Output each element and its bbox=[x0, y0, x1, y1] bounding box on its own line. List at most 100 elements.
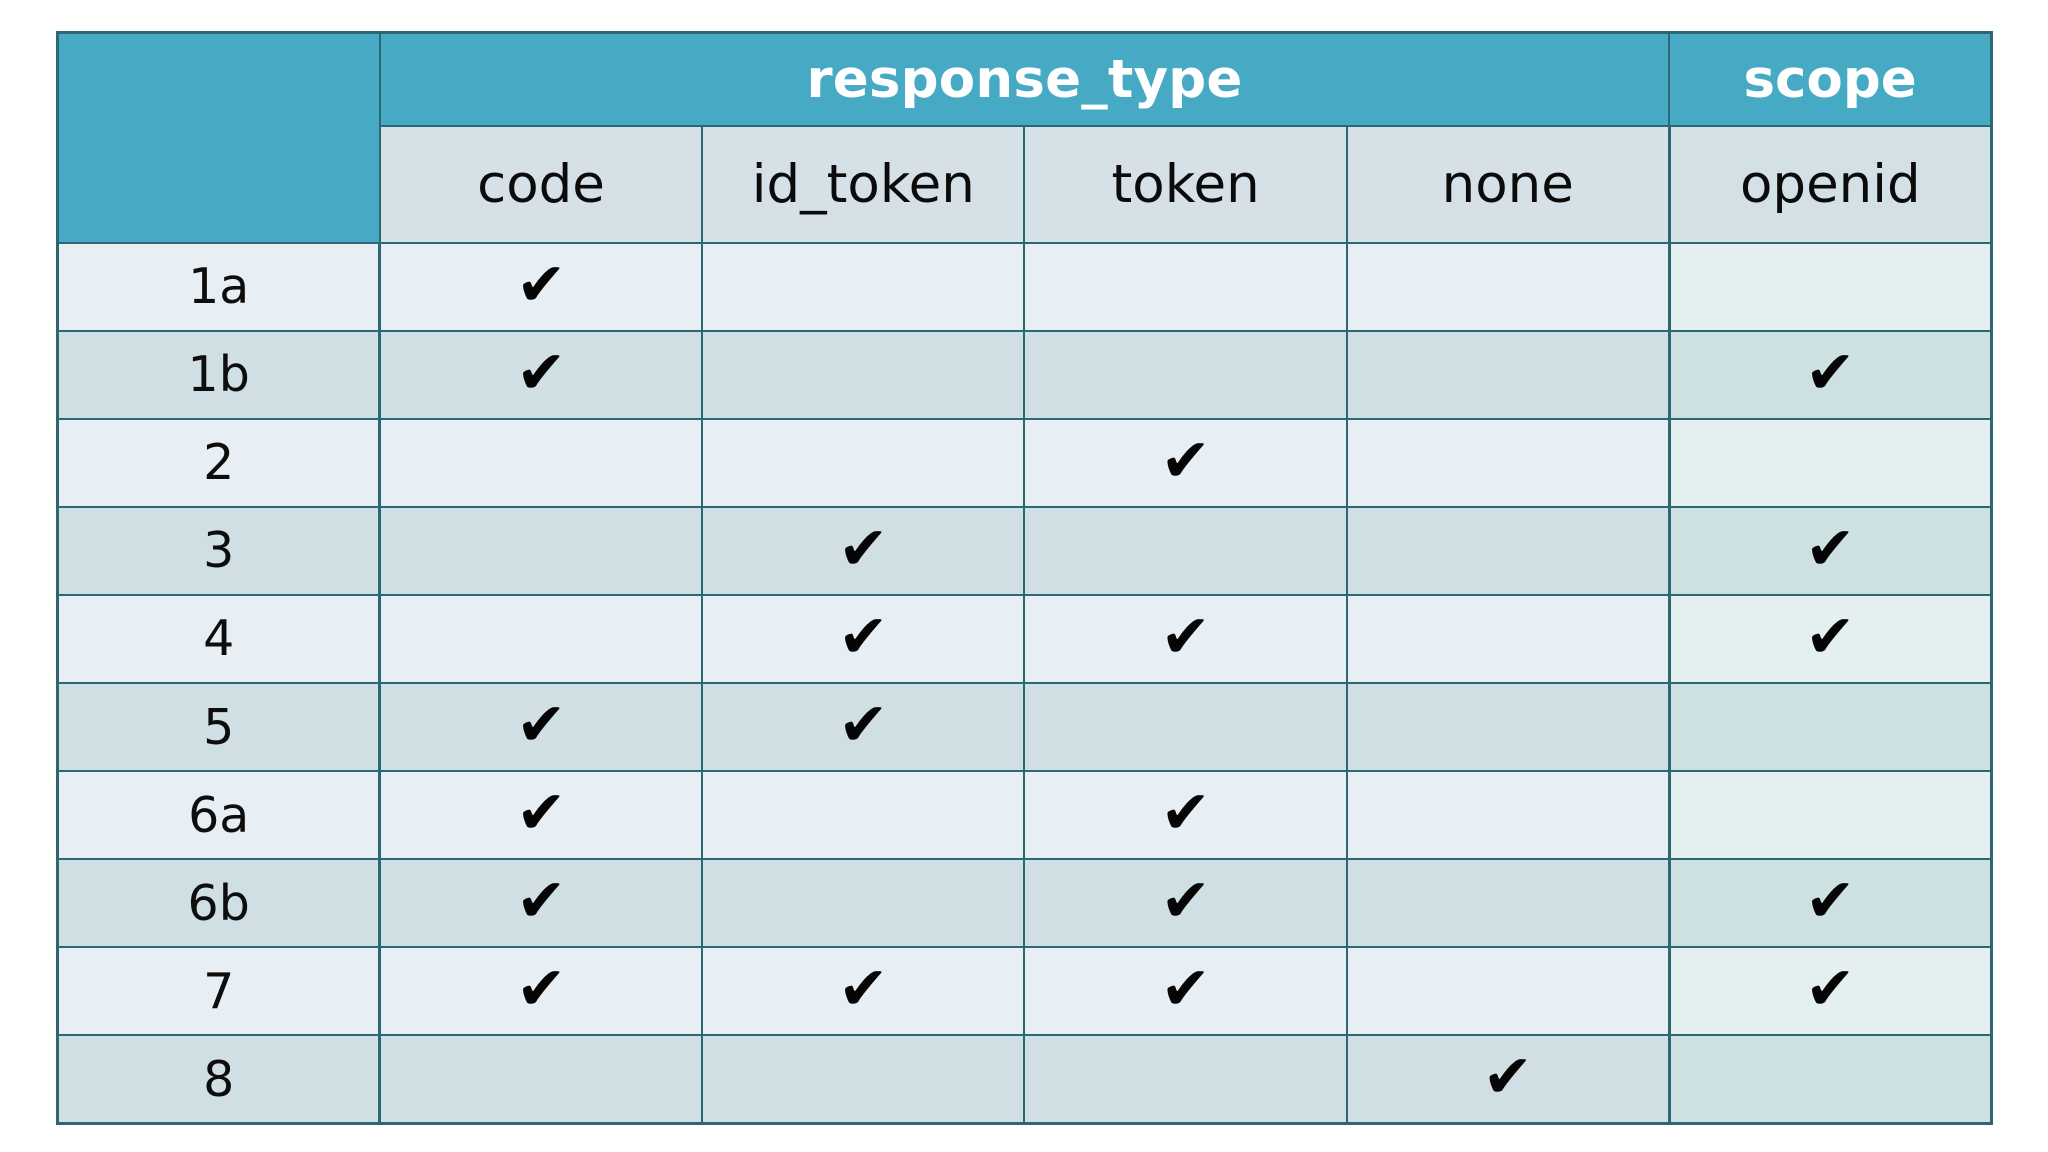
column-header-token: token bbox=[1023, 124, 1348, 244]
cell-2-code bbox=[378, 417, 704, 508]
cell-3-openid: ✔ bbox=[1667, 505, 1993, 596]
row-label-1b: 1b bbox=[56, 329, 382, 420]
cell-6b-id_token bbox=[701, 858, 1026, 949]
cell-7-none bbox=[1345, 946, 1671, 1037]
cell-3-token bbox=[1023, 505, 1348, 596]
row-label-4: 4 bbox=[56, 593, 382, 684]
table-body: 1a✔1b✔✔2✔3✔✔4✔✔✔5✔✔6a✔✔6b✔✔✔7✔✔✔✔8✔ bbox=[56, 241, 1993, 1125]
cell-6a-none bbox=[1345, 770, 1671, 861]
cell-1a-code: ✔ bbox=[378, 241, 704, 332]
oauth-parameter-matrix-table: response_type scope code id_token token … bbox=[56, 31, 1993, 1125]
cell-6a-id_token bbox=[701, 770, 1026, 861]
checkmark-icon: ✔ bbox=[516, 866, 567, 937]
checkmark-icon: ✔ bbox=[838, 954, 889, 1025]
cell-5-id_token: ✔ bbox=[701, 681, 1026, 773]
checkmark-icon: ✔ bbox=[1160, 425, 1211, 496]
checkmark-icon: ✔ bbox=[516, 337, 567, 408]
cell-5-openid bbox=[1667, 681, 1993, 773]
table-row: 6a ✔ ✔ bbox=[56, 770, 1993, 861]
column-header-id-token: id_token bbox=[701, 124, 1026, 244]
group-header-response-type: response_type bbox=[378, 31, 1671, 127]
cell-4-token: ✔ bbox=[1023, 593, 1348, 684]
checkmark-icon: ✔ bbox=[1160, 601, 1211, 672]
table-row: 6b ✔ ✔ ✔ bbox=[56, 858, 1993, 949]
cell-4-openid: ✔ bbox=[1667, 593, 1993, 684]
table-row: 3 ✔ ✔ bbox=[56, 505, 1993, 596]
cell-6b-code: ✔ bbox=[378, 858, 704, 949]
checkmark-icon: ✔ bbox=[838, 513, 889, 584]
cell-8-id_token bbox=[701, 1034, 1026, 1125]
row-label-8: 8 bbox=[56, 1034, 382, 1125]
column-header-openid: openid bbox=[1667, 124, 1993, 244]
cell-1b-none bbox=[1345, 329, 1671, 420]
row-label-7: 7 bbox=[56, 946, 382, 1037]
checkmark-icon: ✔ bbox=[1160, 954, 1211, 1025]
cell-1a-id_token bbox=[701, 241, 1026, 332]
cell-6b-none bbox=[1345, 858, 1671, 949]
cell-8-openid bbox=[1667, 1034, 1993, 1125]
cell-3-none bbox=[1345, 505, 1671, 596]
checkmark-icon: ✔ bbox=[1805, 513, 1856, 584]
corner-header-cell bbox=[56, 31, 381, 244]
column-header-code: code bbox=[378, 124, 704, 244]
checkmark-icon: ✔ bbox=[1805, 954, 1856, 1025]
cell-1b-token bbox=[1023, 329, 1348, 420]
cell-1b-openid: ✔ bbox=[1667, 329, 1993, 420]
cell-3-id_token: ✔ bbox=[701, 505, 1026, 596]
table-row: 2✔ bbox=[56, 417, 1993, 508]
cell-2-id_token bbox=[701, 417, 1026, 508]
checkmark-icon: ✔ bbox=[516, 690, 567, 761]
checkmark-icon: ✔ bbox=[1805, 866, 1856, 937]
row-label-3: 3 bbox=[56, 505, 382, 596]
row-label-6b: 6b bbox=[56, 858, 382, 949]
column-header-row: code id_token token none openid bbox=[58, 124, 1993, 244]
table-row: 7 ✔ ✔ ✔ ✔ bbox=[56, 946, 1993, 1037]
cell-7-code: ✔ bbox=[378, 946, 704, 1037]
checkmark-icon: ✔ bbox=[1805, 601, 1856, 672]
cell-6b-openid: ✔ bbox=[1667, 858, 1993, 949]
table-row: 1a ✔ bbox=[56, 241, 1993, 332]
checkmark-icon: ✔ bbox=[1482, 1042, 1533, 1113]
cell-7-openid: ✔ bbox=[1667, 946, 1993, 1037]
cell-6b-token: ✔ bbox=[1023, 858, 1348, 949]
cell-1a-token bbox=[1023, 241, 1348, 332]
cell-6a-token: ✔ bbox=[1023, 770, 1348, 861]
cell-2-token: ✔ bbox=[1023, 417, 1348, 508]
checkmark-icon: ✔ bbox=[1160, 778, 1211, 849]
table-row: 5 ✔ ✔ bbox=[56, 681, 1993, 773]
cell-1b-code: ✔ bbox=[378, 329, 704, 420]
checkmark-icon: ✔ bbox=[516, 954, 567, 1025]
table-row: 8✔ bbox=[56, 1034, 1993, 1125]
table-row: 1b ✔ ✔ bbox=[56, 329, 1993, 420]
group-header-row: response_type scope bbox=[56, 31, 1993, 244]
group-header-scope: scope bbox=[1668, 31, 1993, 127]
cell-1b-id_token bbox=[701, 329, 1026, 420]
cell-4-id_token: ✔ bbox=[701, 593, 1026, 684]
table-head: response_type scope code id_token token … bbox=[56, 31, 1993, 244]
checkmark-icon: ✔ bbox=[1160, 866, 1211, 937]
cell-8-none: ✔ bbox=[1345, 1034, 1671, 1125]
cell-8-code bbox=[378, 1034, 704, 1125]
row-label-6a: 6a bbox=[56, 770, 382, 861]
checkmark-icon: ✔ bbox=[838, 601, 889, 672]
cell-5-none bbox=[1345, 681, 1671, 773]
cell-2-none bbox=[1345, 417, 1671, 508]
checkmark-icon: ✔ bbox=[1805, 337, 1856, 408]
cell-2-openid bbox=[1667, 417, 1993, 508]
checkmark-icon: ✔ bbox=[838, 690, 889, 761]
cell-6a-openid bbox=[1667, 770, 1993, 861]
cell-5-token bbox=[1023, 681, 1348, 773]
cell-1a-none bbox=[1345, 241, 1671, 332]
cell-6a-code: ✔ bbox=[378, 770, 704, 861]
cell-3-code bbox=[378, 505, 704, 596]
cell-7-id_token: ✔ bbox=[701, 946, 1026, 1037]
row-label-2: 2 bbox=[56, 417, 382, 508]
cell-7-token: ✔ bbox=[1023, 946, 1348, 1037]
cell-4-code bbox=[378, 593, 704, 684]
row-label-5: 5 bbox=[56, 681, 382, 773]
column-header-none: none bbox=[1345, 124, 1671, 244]
checkmark-icon: ✔ bbox=[516, 249, 567, 320]
row-label-1a: 1a bbox=[56, 241, 382, 332]
checkmark-icon: ✔ bbox=[516, 778, 567, 849]
